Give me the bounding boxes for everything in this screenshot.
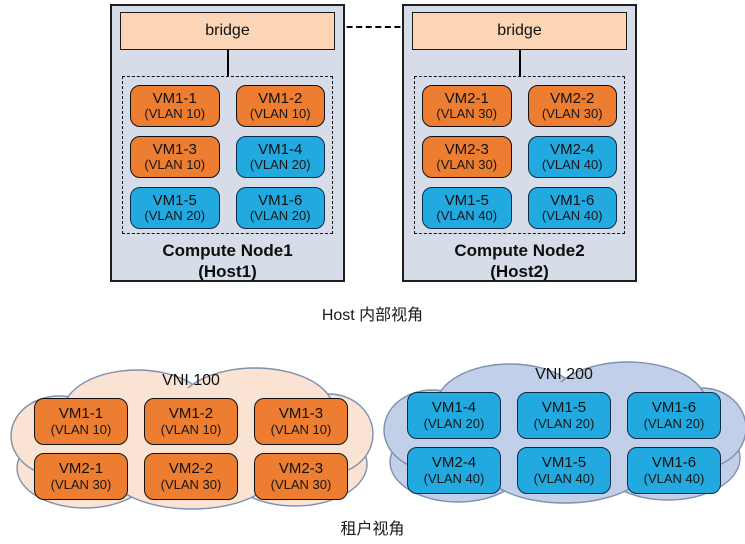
tenant-view-caption: 租户视角	[340, 521, 405, 538]
vm-name: VM2-4	[431, 454, 477, 472]
vm-box: VM2-3 (VLAN 30)	[254, 453, 348, 500]
vm-box: VM1-3 (VLAN 10)	[254, 398, 348, 445]
vm-dashed-container: VM2-1 (VLAN 30) VM2-2 (VLAN 30) VM2-3 (V…	[414, 76, 625, 234]
vm-vlan: (VLAN 10)	[249, 106, 311, 122]
vm-name: VM1-1	[58, 405, 104, 423]
vni-label: VNI 100	[162, 372, 220, 389]
vm-box: VM1-6 (VLAN 20)	[235, 187, 325, 229]
vm-box: VM2-1 (VLAN 30)	[34, 453, 128, 500]
vm-name: VM1-6	[550, 191, 595, 209]
tenant-cloud-vni200: VNI 200 VM1-4 (VLAN 20) VM1-5 (VLAN 20) …	[380, 356, 745, 506]
vm-name: VM1-3	[278, 405, 324, 423]
vm-name: VM1-2	[258, 89, 303, 107]
vm-vlan: (VLAN 20)	[249, 157, 311, 173]
cloud-vm-grid: VM1-1 (VLAN 10) VM1-2 (VLAN 10) VM1-3 (V…	[7, 398, 375, 500]
vm-box: VM2-4 (VLAN 40)	[527, 136, 617, 178]
bridge-link-dashed-line	[337, 26, 410, 28]
vm-box: VM2-4 (VLAN 40)	[407, 447, 501, 494]
vm-box: VM1-5 (VLAN 20)	[517, 392, 611, 439]
vm-vlan: (VLAN 30)	[50, 476, 112, 492]
host-label-line2: (Host2)	[490, 262, 549, 282]
vm-box: VM1-5 (VLAN 20)	[130, 187, 220, 229]
vm-vlan: (VLAN 10)	[270, 421, 332, 437]
vm-box: VM1-1 (VLAN 10)	[34, 398, 128, 445]
vm-box: VM2-2 (VLAN 30)	[527, 85, 617, 127]
vm-name: VM1-4	[258, 140, 303, 158]
vm-name: VM1-2	[168, 405, 214, 423]
vm-box: VM2-1 (VLAN 30)	[422, 85, 512, 127]
vm-name: VM1-5	[444, 191, 489, 209]
host-label: Compute Node1 (Host1)	[112, 240, 343, 283]
tenant-cloud-vni100: VNI 100 VM1-1 (VLAN 10) VM1-2 (VLAN 10) …	[7, 362, 375, 512]
cloud-vm-row: VM2-1 (VLAN 30) VM2-2 (VLAN 30) VM2-3 (V…	[34, 453, 348, 500]
vm-vlan: (VLAN 30)	[436, 106, 498, 122]
host-label-line2: (Host1)	[198, 262, 257, 282]
vm-dashed-container: VM1-1 (VLAN 10) VM1-2 (VLAN 10) VM1-3 (V…	[122, 76, 333, 234]
vm-vlan: (VLAN 20)	[249, 208, 311, 224]
vm-vlan: (VLAN 20)	[643, 415, 705, 431]
vm-vlan: (VLAN 40)	[423, 470, 485, 486]
cloud-vm-row: VM1-1 (VLAN 10) VM1-2 (VLAN 10) VM1-3 (V…	[34, 398, 348, 445]
host-view-caption: Host 内部视角	[321, 307, 424, 324]
cloud-vm-grid: VM1-4 (VLAN 20) VM1-5 (VLAN 20) VM1-6 (V…	[380, 392, 745, 494]
vm-box: VM1-6 (VLAN 40)	[627, 447, 721, 494]
vm-vlan: (VLAN 30)	[160, 476, 222, 492]
vm-box: VM1-2 (VLAN 10)	[235, 85, 325, 127]
vm-vlan: (VLAN 30)	[270, 476, 332, 492]
host-label-line1: Compute Node1	[162, 241, 293, 260]
vm-name: VM1-3	[152, 140, 197, 158]
vm-vlan: (VLAN 20)	[144, 208, 206, 224]
vm-box: VM1-4 (VLAN 20)	[235, 136, 325, 178]
host-box-1: bridge VM1-1 (VLAN 10) VM1-2 (VLAN 10) V…	[110, 4, 345, 282]
vm-box: VM1-6 (VLAN 40)	[527, 187, 617, 229]
vm-vlan: (VLAN 30)	[436, 157, 498, 173]
vm-name: VM2-2	[168, 460, 214, 478]
vm-name: VM1-5	[541, 454, 587, 472]
vm-vlan: (VLAN 40)	[643, 470, 705, 486]
vm-vlan: (VLAN 10)	[50, 421, 112, 437]
bridge-connector-line	[518, 50, 521, 77]
vm-name: VM2-3	[278, 460, 324, 478]
vm-box: VM1-3 (VLAN 10)	[130, 136, 220, 178]
vm-box: VM1-4 (VLAN 20)	[407, 392, 501, 439]
vm-box: VM2-2 (VLAN 30)	[144, 453, 238, 500]
vm-vlan: (VLAN 10)	[160, 421, 222, 437]
vm-name: VM1-6	[258, 191, 303, 209]
vm-name: VM2-3	[444, 140, 489, 158]
vm-box: VM1-2 (VLAN 10)	[144, 398, 238, 445]
vm-name: VM2-2	[550, 89, 595, 107]
vm-name: VM2-1	[444, 89, 489, 107]
vm-vlan: (VLAN 40)	[436, 208, 498, 224]
host-box-2: bridge VM2-1 (VLAN 30) VM2-2 (VLAN 30) V…	[402, 4, 637, 282]
vm-box: VM1-6 (VLAN 20)	[627, 392, 721, 439]
vm-name: VM2-1	[58, 460, 104, 478]
vm-vlan: (VLAN 40)	[541, 157, 603, 173]
host-label: Compute Node2 (Host2)	[404, 240, 635, 283]
vni-label: VNI 200	[535, 366, 593, 383]
vm-name: VM1-5	[541, 399, 587, 417]
vm-name: VM1-6	[651, 454, 697, 472]
vm-vlan: (VLAN 20)	[423, 415, 485, 431]
cloud-vm-row: VM2-4 (VLAN 40) VM1-5 (VLAN 40) VM1-6 (V…	[407, 447, 721, 494]
bridge-box: bridge	[120, 12, 335, 50]
vm-vlan: (VLAN 10)	[144, 157, 206, 173]
vm-vlan: (VLAN 40)	[541, 208, 603, 224]
vm-box: VM2-3 (VLAN 30)	[422, 136, 512, 178]
vm-name: VM1-1	[152, 89, 197, 107]
host-label-line1: Compute Node2	[454, 241, 585, 260]
vm-box: VM1-5 (VLAN 40)	[517, 447, 611, 494]
bridge-box: bridge	[412, 12, 627, 50]
vm-vlan: (VLAN 40)	[533, 470, 595, 486]
vm-box: VM1-1 (VLAN 10)	[130, 85, 220, 127]
vm-box: VM1-5 (VLAN 40)	[422, 187, 512, 229]
vm-name: VM1-6	[651, 399, 697, 417]
vm-name: VM1-4	[431, 399, 477, 417]
vm-name: VM1-5	[152, 191, 197, 209]
cloud-vm-row: VM1-4 (VLAN 20) VM1-5 (VLAN 20) VM1-6 (V…	[407, 392, 721, 439]
vm-vlan: (VLAN 10)	[144, 106, 206, 122]
bridge-connector-line	[226, 50, 229, 77]
vm-vlan: (VLAN 30)	[541, 106, 603, 122]
vm-vlan: (VLAN 20)	[533, 415, 595, 431]
vm-name: VM2-4	[550, 140, 595, 158]
